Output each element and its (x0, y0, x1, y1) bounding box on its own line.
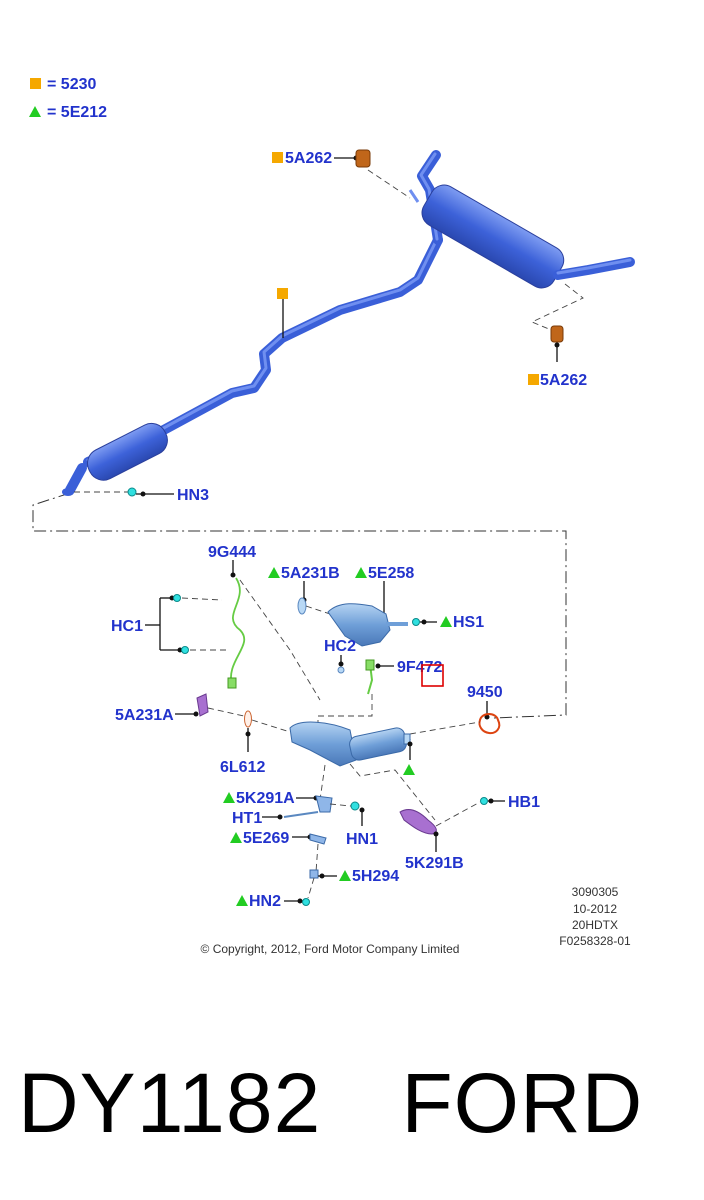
legend: = 5230 = 5E212 (29, 76, 107, 121)
gasket-5a231b: 5A231B (268, 565, 340, 615)
triangle-marker-icon (230, 832, 242, 843)
part-number: DY1182 (18, 1056, 322, 1150)
nut-icon (127, 487, 137, 497)
rubber-insulator-icon (399, 809, 437, 835)
clip-icon (173, 594, 181, 602)
catalyst-5e258: 5E258 (327, 565, 414, 647)
label-hs1: HS1 (453, 614, 484, 631)
nut-icon (302, 898, 310, 906)
gasket-5a231a: 5A231A (115, 693, 245, 724)
gasket-6l612: 6L612 (220, 710, 291, 776)
exhaust-system-diagram: = 5230 = 5E212 5A262 (29, 76, 635, 956)
sensor-icon (365, 659, 375, 671)
label-5k291a: 5K291A (236, 790, 295, 807)
legend-triangle-icon (29, 106, 41, 117)
bolt-hb1: HB1 (480, 794, 540, 811)
clip-icon (337, 666, 345, 674)
gasket-icon (309, 833, 327, 845)
gasket-icon (196, 693, 209, 717)
square-marker-icon (277, 288, 288, 299)
brand-name: FORD (401, 1056, 644, 1150)
clip-icon (181, 646, 189, 654)
label-5a231a: 5A231A (115, 707, 174, 724)
label-hc1: HC1 (111, 618, 143, 635)
triangle-marker-icon (223, 792, 235, 803)
label-9450: 9450 (467, 684, 503, 701)
stud-ht1: HT1 (232, 810, 319, 827)
gasket-icon (297, 597, 307, 615)
part-code-caption: DY1182 FORD (18, 1055, 643, 1152)
triangle-marker-icon (268, 567, 280, 578)
sensor-9f472: 9F472 (317, 659, 444, 728)
label-hn2: HN2 (249, 893, 281, 910)
label-5e269: 5E269 (243, 830, 289, 847)
gasket-5e269: 5E269 (230, 830, 327, 873)
bracket-5h294: 5H294 (307, 868, 399, 899)
nut-hn2: HN2 (236, 893, 310, 910)
label-hn3: HN3 (177, 487, 209, 504)
meta-line-2: 10-2012 (573, 902, 617, 916)
label-5e258: 5E258 (368, 565, 414, 582)
triangle-marker-icon (236, 895, 248, 906)
gasket-9450: 9450 (409, 684, 503, 735)
meta-line-1: 3090305 (572, 885, 619, 899)
meta-line-4: F0258328-01 (559, 934, 631, 948)
legend-square-text: = 5230 (47, 76, 96, 93)
triangle-marker-icon (355, 567, 367, 578)
intermediate-pipe-icon (62, 235, 443, 496)
triangle-marker-icon (403, 764, 415, 775)
hanger-5a262-right: 5A262 (528, 283, 587, 389)
label-ht1: HT1 (232, 810, 262, 827)
rear-muffler-icon (408, 150, 635, 289)
label-6l612: 6L612 (220, 759, 265, 776)
hanger-5a262-top: 5A262 (272, 149, 411, 199)
legend-square-icon (30, 78, 41, 89)
stud-icon (412, 618, 420, 626)
highlight-box (421, 664, 444, 687)
square-marker-icon (272, 152, 283, 163)
label-5a231b: 5A231B (281, 565, 340, 582)
meta-line-3: 20HDTX (572, 918, 618, 932)
drawing-metadata: 3090305 10-2012 20HDTX F0258328-01 (559, 885, 631, 948)
clip-hc1: HC1 (111, 594, 228, 654)
bracket-5k291a: 5K291A (223, 790, 333, 813)
label-5a262-top: 5A262 (285, 150, 332, 167)
manifold-cat-icon (327, 603, 391, 647)
label-9f472: 9F472 (397, 659, 442, 676)
label-5a262-right: 5A262 (540, 372, 587, 389)
triangle-marker-icon (440, 616, 452, 627)
square-marker-icon (528, 374, 539, 385)
label-hc2: HC2 (324, 638, 356, 655)
label-5h294: 5H294 (352, 868, 399, 885)
bracket-5k291b: 5K291B (399, 801, 481, 872)
bracket-icon (315, 795, 333, 813)
bolt-icon (480, 797, 488, 805)
rubber-hanger-icon (550, 325, 564, 343)
gasket-ring-icon (478, 713, 501, 735)
connection-dashline (32, 492, 567, 719)
label-hn1: HN1 (346, 831, 378, 848)
gasket-icon (244, 710, 252, 728)
catalytic-converter-icon (289, 721, 436, 821)
triangle-marker-icon (339, 870, 351, 881)
stud-hs1: HS1 (412, 614, 484, 631)
nut-hn1: HN1 (329, 801, 378, 848)
resonator-icon (86, 422, 168, 481)
nut-hn3: HN3 (74, 487, 209, 504)
label-hb1: HB1 (508, 794, 540, 811)
legend-triangle-text: = 5E212 (47, 104, 107, 121)
copyright-text: © Copyright, 2012, Ford Motor Company Li… (201, 942, 460, 956)
bracket-icon (309, 869, 319, 879)
label-5k291b: 5K291B (405, 855, 464, 872)
clip-hc2: HC2 (324, 638, 356, 674)
sensor-9g444: 9G444 (208, 544, 321, 701)
label-9g444: 9G444 (208, 544, 256, 561)
nut-icon (350, 801, 360, 811)
rubber-hanger-icon (355, 149, 371, 168)
